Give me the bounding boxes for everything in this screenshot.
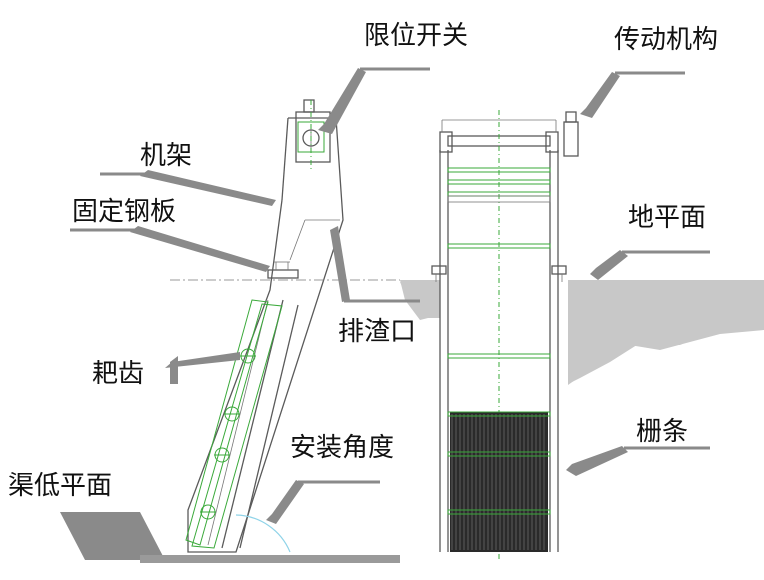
label-ground-level: 地平面 [628, 203, 706, 233]
pointer-rake-teeth [165, 352, 240, 368]
pointer-ground-level [590, 250, 628, 280]
pointer-drive-mechanism [580, 72, 620, 118]
label-limit-switch: 限位开关 [364, 21, 468, 51]
channel-floor [140, 555, 400, 563]
pointer-grating-bars [566, 446, 628, 476]
label-installation-angle: 安装角度 [290, 433, 394, 463]
label-rake-teeth: 耙齿 [92, 359, 144, 389]
label-grating-bars: 栅条 [636, 417, 688, 447]
pointer-install-angle [266, 480, 304, 524]
pointer-rake-teeth-tail [170, 356, 178, 384]
pointer-frame [140, 170, 276, 206]
label-frame: 机架 [140, 141, 192, 171]
pointer-fixed-plate [130, 226, 270, 272]
channel-bottom-plate [60, 512, 165, 560]
frame-front-view [431, 110, 579, 560]
label-drive-mechanism: 传动机构 [614, 25, 718, 55]
label-fixed-steel-plate: 固定钢板 [72, 197, 176, 227]
pointer-limit-switch [318, 68, 366, 134]
pointers [70, 67, 710, 524]
grating-bar-lines [451, 414, 545, 550]
pointer-discharge-port [330, 226, 350, 302]
label-channel-bottom: 渠低平面 [8, 471, 112, 501]
frame-side-view [170, 99, 400, 553]
ground-section-lower [568, 280, 764, 384]
grating-bars-block [450, 412, 548, 552]
label-discharge-port: 排渣口 [338, 317, 416, 347]
